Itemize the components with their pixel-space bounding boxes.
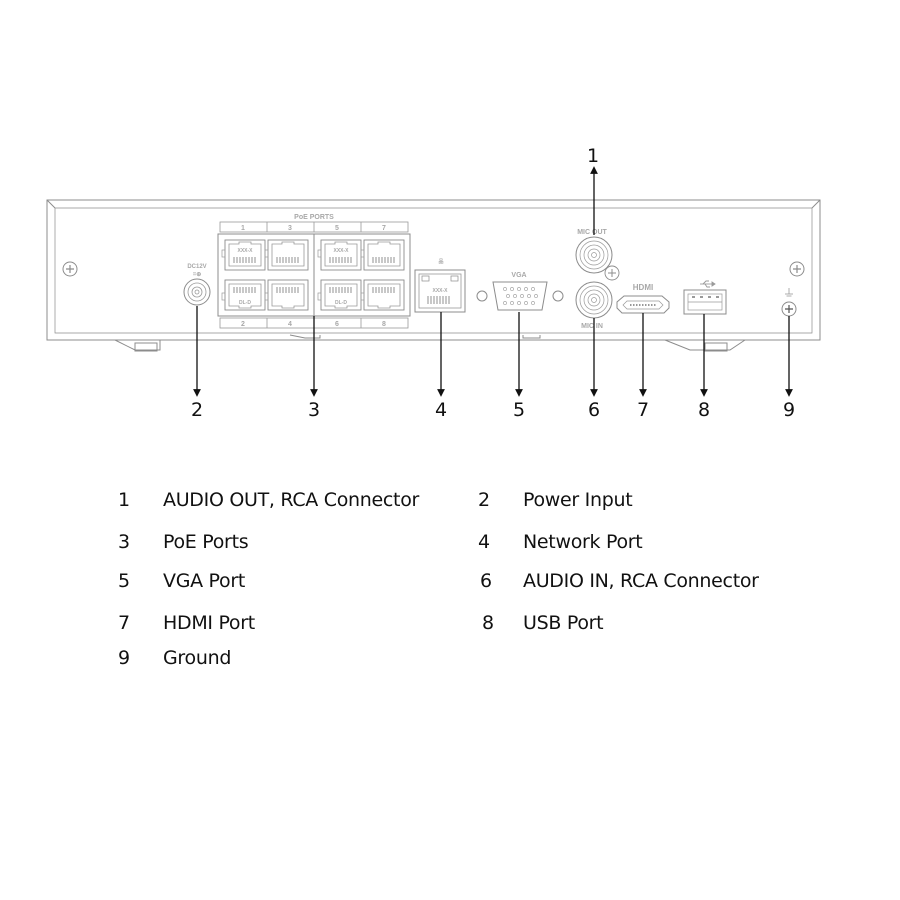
device-rear-panel-diagram: DC12V =⊕ PoE PORTS 1 3 5 7 XXX-X XXX-X D… bbox=[46, 145, 821, 421]
poe-port-mark: XXX-X bbox=[333, 248, 349, 254]
network-port: 品 XXX-X bbox=[414, 258, 466, 313]
mic-out-label: MIC OUT bbox=[577, 229, 607, 236]
poe-port-number: 6 bbox=[335, 321, 339, 328]
callout-number-6: 6 bbox=[588, 399, 600, 421]
legend-label: Power Input bbox=[523, 489, 633, 511]
poe-port-number: 1 bbox=[241, 225, 245, 232]
ground-icon bbox=[785, 288, 793, 297]
callout-number-7: 7 bbox=[637, 399, 649, 421]
hdmi-label: HDMI bbox=[633, 283, 653, 292]
legend-number: 5 bbox=[118, 570, 130, 592]
poe-port-number: 7 bbox=[382, 225, 386, 232]
poe-port-number: 2 bbox=[241, 321, 245, 328]
legend-number: 4 bbox=[478, 531, 490, 553]
mount-screw-right-icon bbox=[789, 261, 805, 277]
legend-number: 8 bbox=[482, 612, 494, 634]
legend-label: USB Port bbox=[523, 612, 604, 634]
network-jack-mark: XXX-X bbox=[432, 288, 448, 294]
callout-number-1: 1 bbox=[587, 145, 599, 167]
callout-number-9: 9 bbox=[783, 399, 795, 421]
poe-port-mark: DL-D bbox=[239, 300, 251, 306]
network-icon: 品 bbox=[438, 258, 443, 265]
vga-port: VGA bbox=[476, 272, 564, 311]
poe-port-number: 5 bbox=[335, 225, 339, 232]
legend-label: AUDIO IN, RCA Connector bbox=[523, 570, 759, 592]
legend-label: VGA Port bbox=[163, 570, 246, 592]
callout-number-5: 5 bbox=[513, 399, 525, 421]
poe-port-number: 3 bbox=[288, 225, 292, 232]
callout-lines bbox=[193, 166, 793, 397]
legend-label: Ground bbox=[163, 647, 232, 669]
legend-number: 1 bbox=[118, 489, 130, 511]
legend-label: AUDIO OUT, RCA Connector bbox=[163, 489, 420, 511]
mic-in-label: MIC IN bbox=[581, 323, 603, 330]
ground-terminal bbox=[781, 288, 797, 317]
vga-label: VGA bbox=[511, 272, 526, 279]
chassis-outline bbox=[46, 199, 821, 352]
audio-out-rca: MIC OUT bbox=[575, 229, 613, 274]
legend-number: 9 bbox=[118, 647, 130, 669]
power-label: DC12V bbox=[187, 264, 206, 270]
polarity-icon: =⊕ bbox=[193, 272, 202, 278]
callout-number-2: 2 bbox=[191, 399, 203, 421]
poe-ports-header: PoE PORTS bbox=[294, 214, 334, 221]
mount-screw-left-icon bbox=[62, 261, 78, 277]
legend-number: 7 bbox=[118, 612, 130, 634]
poe-port-mark: XXX-X bbox=[237, 248, 253, 254]
poe-port-number: 8 bbox=[382, 321, 386, 328]
legend-label: PoE Ports bbox=[163, 531, 249, 553]
callout-number-3: 3 bbox=[308, 399, 320, 421]
hdmi-port: HDMI bbox=[616, 283, 670, 314]
legend-number: 2 bbox=[478, 489, 490, 511]
power-input-jack: DC12V =⊕ bbox=[183, 264, 211, 306]
legend-label: HDMI Port bbox=[163, 612, 255, 634]
legend-number: 6 bbox=[480, 570, 492, 592]
callout-number-4: 4 bbox=[435, 399, 447, 421]
poe-port-number: 4 bbox=[288, 321, 292, 328]
usb-icon bbox=[700, 280, 716, 288]
usb-port bbox=[683, 280, 727, 315]
legend-label: Network Port bbox=[523, 531, 643, 553]
poe-port-mark: DL-D bbox=[335, 300, 347, 306]
panel-screw-icon bbox=[604, 265, 620, 281]
callout-number-8: 8 bbox=[698, 399, 710, 421]
legend-number: 3 bbox=[118, 531, 130, 553]
